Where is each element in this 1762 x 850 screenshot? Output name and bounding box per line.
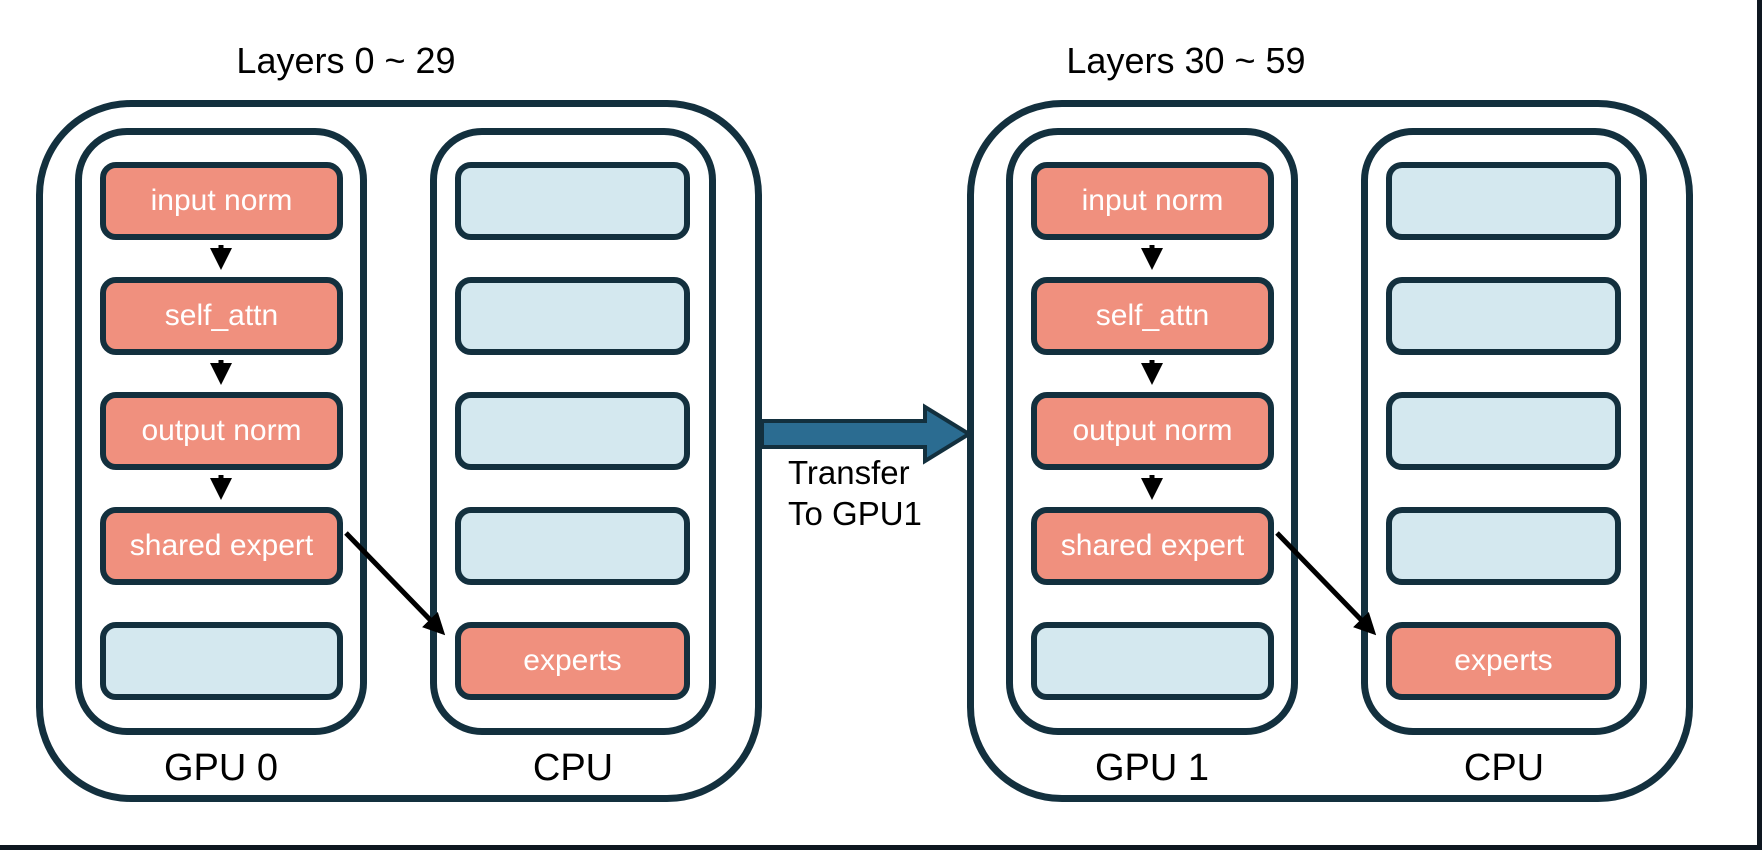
left-gpu-box-self-attn-label: self_attn	[164, 299, 279, 332]
right-cpu-box-experts-label: experts	[1454, 644, 1553, 677]
right-gpu-box-self-attn-label: self_attn	[1095, 299, 1210, 332]
left-cpu-box-empty-1	[455, 162, 690, 240]
right-cpu-box-empty-4	[1386, 507, 1621, 585]
frame-line-right	[1757, 0, 1762, 850]
left-gpu-label: GPU 0	[163, 747, 279, 789]
right-gpu-box-self-attn: self_attn	[1031, 277, 1274, 355]
right-gpu-box-shared-expert-label: shared expert	[1060, 529, 1245, 562]
right-gpu-box-empty	[1031, 622, 1274, 700]
right-cpu-box-empty-2	[1386, 277, 1621, 355]
left-cpu-box-empty-2	[455, 277, 690, 355]
left-gpu-box-self-attn: self_attn	[100, 277, 343, 355]
left-gpu-box-input-norm: input norm	[100, 162, 343, 240]
left-cpu-label: CPU	[532, 747, 614, 789]
transfer-label: Transfer To GPU1	[788, 452, 922, 534]
right-gpu-label: GPU 1	[1094, 747, 1210, 789]
left-cpu-box-experts-label: experts	[523, 644, 622, 677]
right-group-title: Layers 30 ~ 59	[1066, 40, 1306, 81]
right-gpu-box-output-norm: output norm	[1031, 392, 1274, 470]
left-gpu-box-shared-expert-label: shared expert	[129, 529, 314, 562]
right-gpu-box-shared-expert: shared expert	[1031, 507, 1274, 585]
right-cpu-box-empty-1	[1386, 162, 1621, 240]
transfer-label-line2: To GPU1	[788, 495, 922, 532]
left-gpu-box-input-norm-label: input norm	[150, 184, 293, 217]
left-group-title: Layers 0 ~ 29	[236, 40, 456, 81]
left-gpu-box-shared-expert: shared expert	[100, 507, 343, 585]
right-gpu-box-input-norm-label: input norm	[1081, 184, 1224, 217]
left-cpu-box-empty-3	[455, 392, 690, 470]
left-gpu-box-empty	[100, 622, 343, 700]
left-gpu-box-output-norm: output norm	[100, 392, 343, 470]
left-cpu-box-empty-4	[455, 507, 690, 585]
left-cpu-box-experts: experts	[455, 622, 690, 700]
transfer-label-line1: Transfer	[788, 454, 910, 491]
right-gpu-box-output-norm-label: output norm	[1072, 414, 1233, 447]
frame-line-bottom	[0, 845, 1762, 850]
right-cpu-label: CPU	[1463, 747, 1545, 789]
left-gpu-box-output-norm-label: output norm	[141, 414, 302, 447]
right-cpu-box-experts: experts	[1386, 622, 1621, 700]
right-cpu-box-empty-3	[1386, 392, 1621, 470]
right-gpu-box-input-norm: input norm	[1031, 162, 1274, 240]
